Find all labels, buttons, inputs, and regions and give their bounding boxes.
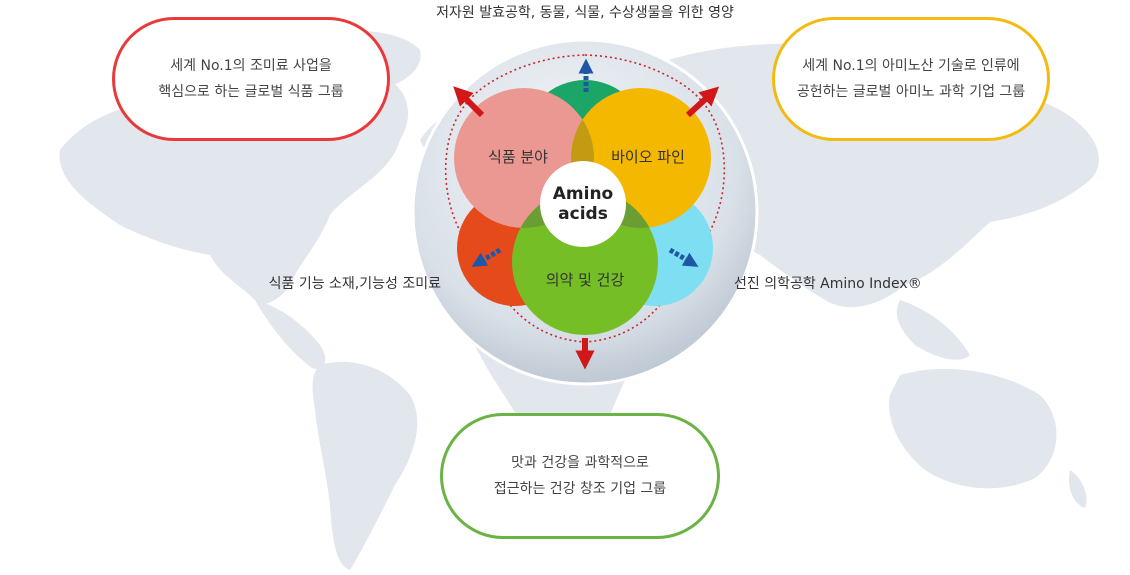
- pill-bottom-line1: 맛과 건강을 과학적으로: [511, 455, 649, 471]
- pill-bottom-line2: 접근하는 건강 창조 기업 그룹: [493, 481, 667, 497]
- south-america-shape: [312, 361, 418, 570]
- center-label-line1: Amino: [553, 184, 613, 204]
- pill-top-left: 세계 No.1의 조미료 사업을 핵심으로 하는 글로벌 식품 그룹: [112, 17, 390, 141]
- circle-food-label: 식품 분야: [488, 148, 548, 166]
- pill-bottom: 맛과 건강을 과학적으로 접근하는 건강 창조 기업 그룹: [440, 413, 720, 539]
- arrow-red-top-right: [685, 86, 720, 118]
- center-label-line2: acids: [558, 204, 608, 224]
- circle-bio-label: 바이오 파인: [611, 148, 685, 166]
- arrow-blue-left: [471, 247, 502, 267]
- southeast-asia-shape: [896, 300, 970, 360]
- central-america-shape: [255, 300, 326, 369]
- label-top: 저자원 발효공학, 동물, 식물, 수상생물을 위한 영양: [436, 5, 734, 21]
- center-circle: [540, 161, 626, 247]
- pill-top-right-line1: 세계 No.1의 아미노산 기술로 인류에: [802, 58, 1020, 74]
- pill-top-left-line2: 핵심으로 하는 글로벌 식품 그룹: [158, 84, 344, 100]
- pill-top-right: 세계 No.1의 아미노산 기술로 인류에 공헌하는 글로벌 아미노 과학 기업…: [772, 17, 1050, 141]
- label-left: 식품 기능 소재,기능성 조미료: [268, 276, 441, 292]
- pill-top-right-line2: 공헌하는 글로벌 아미노 과학 기업 그룹: [796, 84, 1026, 100]
- circle-health-label: 의약 및 건강: [546, 271, 625, 289]
- pill-top-left-line1: 세계 No.1의 조미료 사업을: [170, 58, 332, 74]
- australia-shape: [889, 368, 1057, 489]
- arrow-blue-right: [668, 247, 699, 267]
- arrow-red-top-left: [453, 86, 485, 118]
- label-right: 선진 의학공학 Amino Index®: [734, 276, 922, 292]
- new-zealand-shape: [1069, 470, 1087, 508]
